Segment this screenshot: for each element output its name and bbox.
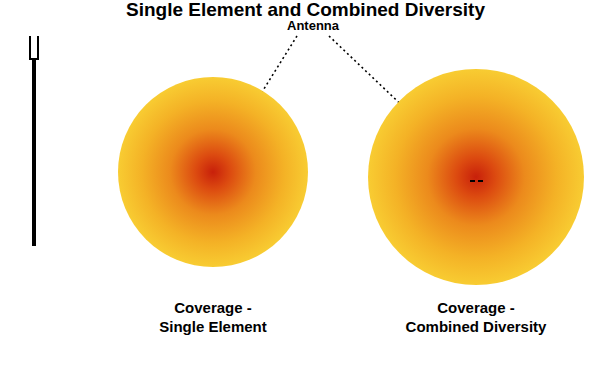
coverage-circle: Coverage - Combined Diversity [368,69,584,342]
diagram-title: Single Element and Combined Diversity [126,0,485,21]
coverage-label: Coverage - Single Element [154,298,272,336]
antenna-symbol [29,36,39,246]
coverage-label: Coverage - Combined Diversity [401,298,551,336]
coverage-area [118,77,308,267]
antenna-label: Antenna [287,18,339,33]
coverage-area [368,69,584,285]
coverage-circle: Coverage - Single Element [118,77,308,342]
